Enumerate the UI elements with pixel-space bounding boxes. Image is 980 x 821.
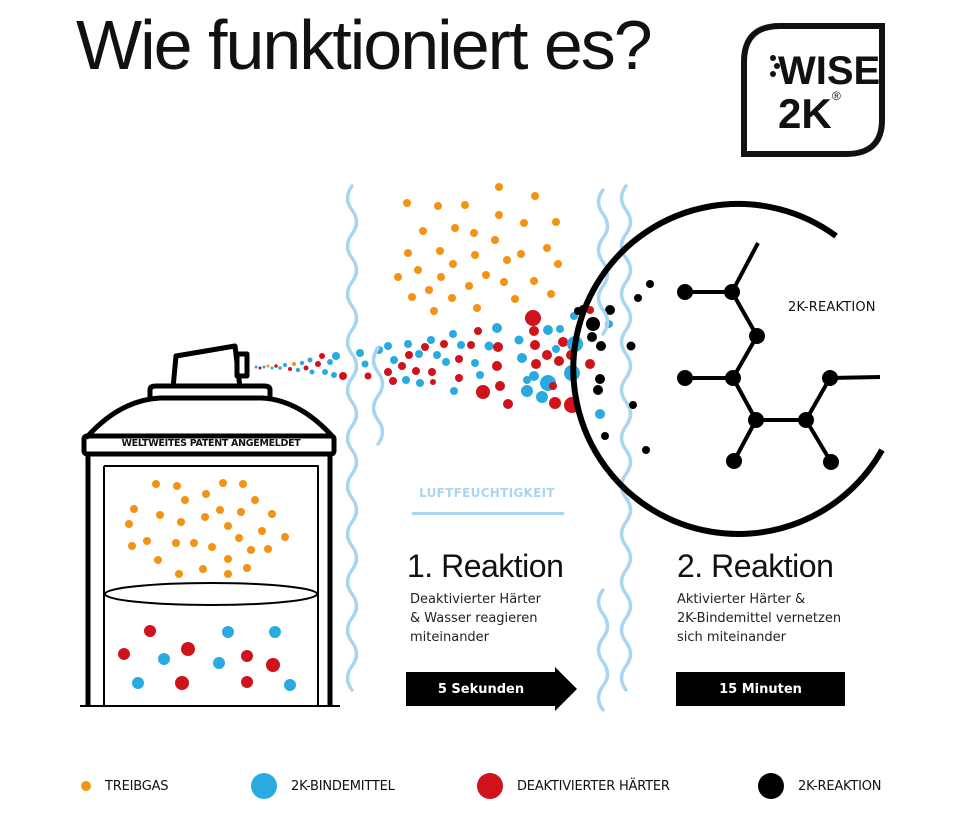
patent-band-text: WELTWEITES PATENT ANGEMELDET [121,438,301,449]
humidity-underline [412,512,564,515]
reaction-2-time-bar: 15 Minuten [676,672,845,706]
reaction-2-title: 2. Reaktion [677,548,834,584]
legend-item-haerter: DEAKTIVIERTER HÄRTER [477,773,670,799]
reaction-1-time-bar: 5 Sekunden [406,672,556,706]
molecule-label: 2K-REAKTION [788,300,876,315]
blue-dot-icon [251,773,277,799]
desc-line: & Wasser reagieren [410,611,538,626]
arrow-right-icon [555,667,577,711]
legend-label: DEAKTIVIERTER HÄRTER [517,778,670,794]
reaction-1-description: Deaktivierter Härter & Wasser reagieren … [410,590,541,647]
spray-mist [254,352,347,380]
reaction-1-time: 5 Sekunden [437,681,525,697]
desc-line: 2K-Bindemittel vernetzen [677,611,842,626]
wise-2k-logo: WISE 2K ® [741,23,885,157]
logo-text-2k: 2K [778,90,832,137]
desc-line: Aktivierter Härter & [677,592,806,607]
orange-dot-icon [81,781,91,791]
legend-item-treibgas: TREIBGAS [81,775,169,797]
can-propellant-particles [125,479,289,578]
reaction-1-title: 1. Reaktion [407,548,564,584]
reaction-2-description: Aktivierter Härter & 2K-Bindemittel vern… [677,590,841,647]
can-liquid-particles [118,625,296,691]
black-dot-icon [758,773,784,799]
logo-text-wise: WISE [778,49,880,93]
desc-line: Deaktivierter Härter [410,592,541,607]
legend-label: TREIBGAS [105,778,169,794]
humidity-label: LUFTFEUCHTIGKEIT [419,486,555,500]
legend-item-bindemittel: 2K-BINDEMITTEL [251,773,395,799]
desc-line: sich miteinander [677,630,786,645]
legend-item-reaktion: 2K-REAKTION [758,773,882,799]
desc-line: miteinander [410,630,490,645]
page-title: Wie funktioniert es? [76,6,653,84]
propellant-cloud [394,183,562,315]
red-dot-icon [477,773,503,799]
legend-label: 2K-BINDEMITTEL [291,778,395,794]
registered-mark: ® [832,89,841,103]
legend-label: 2K-REAKTION [798,778,882,794]
spray-can [80,343,340,707]
reaction-molecule [570,200,885,537]
reaction-2-time: 15 Minuten [719,681,802,697]
humidity-waves [345,184,633,712]
